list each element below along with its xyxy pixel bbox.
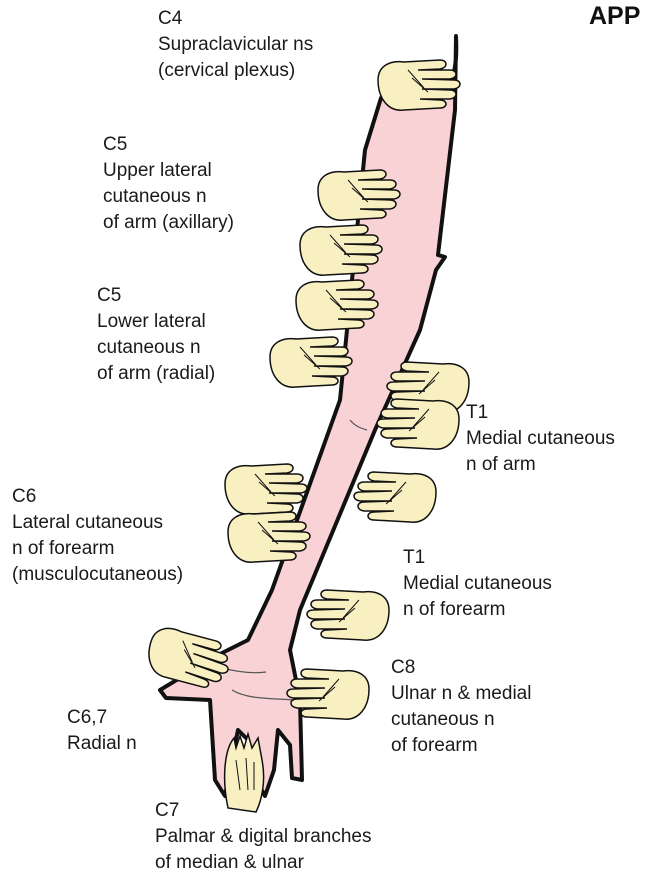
label-c67: C6,7 Radial n [67,705,137,757]
label-c67-level: C6,7 [67,705,137,731]
hand-t1-arm-b [377,399,459,449]
label-c5-upper-line2: cutaneous n [103,184,234,210]
label-t1-arm-line1: Medial cutaneous [466,426,615,452]
label-c6: C6 Lateral cutaneous n of forearm (muscu… [12,484,183,588]
label-c6-level: C6 [12,484,183,510]
label-c8-line2: cutaneous n [391,707,531,733]
label-c5-upper-level: C5 [103,132,234,158]
label-c5-upper-line1: Upper lateral [103,158,234,184]
label-c7-level: C7 [155,798,372,824]
label-t1-forearm-level: T1 [403,545,552,571]
label-t1-forearm-line1: Medial cutaneous [403,571,552,597]
label-c7-line2: of median & ulnar [155,850,372,876]
hand-t1-forearm [307,590,389,640]
label-c4: C4 Supraclavicular ns (cervical plexus) [158,6,313,84]
label-c5-lower-level: C5 [97,283,215,309]
label-c5-lower-line1: Lower lateral [97,309,215,335]
label-c67-line1: Radial n [67,731,137,757]
label-t1-arm-level: T1 [466,400,615,426]
label-c6-line3: (musculocutaneous) [12,562,183,588]
hand-c5-lower-b [270,337,352,387]
label-c5-upper: C5 Upper lateral cutaneous n of arm (axi… [103,132,234,236]
page-title: APP [589,2,640,31]
hand-t1-arm-c [354,472,436,522]
label-c4-level: C4 [158,6,313,32]
label-c5-lower-line3: of arm (radial) [97,361,215,387]
label-c7-line1: Palmar & digital branches [155,824,372,850]
label-c8: C8 Ulnar n & medial cutaneous n of forea… [391,655,531,759]
label-c5-upper-line3: of arm (axillary) [103,210,234,236]
hand-c6-a [225,464,307,514]
label-c6-line1: Lateral cutaneous [12,510,183,536]
label-t1-arm: T1 Medial cutaneous n of arm [466,400,615,478]
label-t1-forearm: T1 Medial cutaneous n of forearm [403,545,552,623]
label-c7: C7 Palmar & digital branches of median &… [155,798,372,876]
label-c5-lower: C5 Lower lateral cutaneous n of arm (rad… [97,283,215,387]
label-c4-line2: (cervical plexus) [158,58,313,84]
label-c8-line1: Ulnar n & medial [391,681,531,707]
label-c8-line3: of forearm [391,733,531,759]
label-t1-forearm-line2: n of forearm [403,597,552,623]
label-c4-line1: Supraclavicular ns [158,32,313,58]
label-t1-arm-line2: n of arm [466,452,615,478]
label-c8-level: C8 [391,655,531,681]
label-c5-lower-line2: cutaneous n [97,335,215,361]
label-c6-line2: n of forearm [12,536,183,562]
